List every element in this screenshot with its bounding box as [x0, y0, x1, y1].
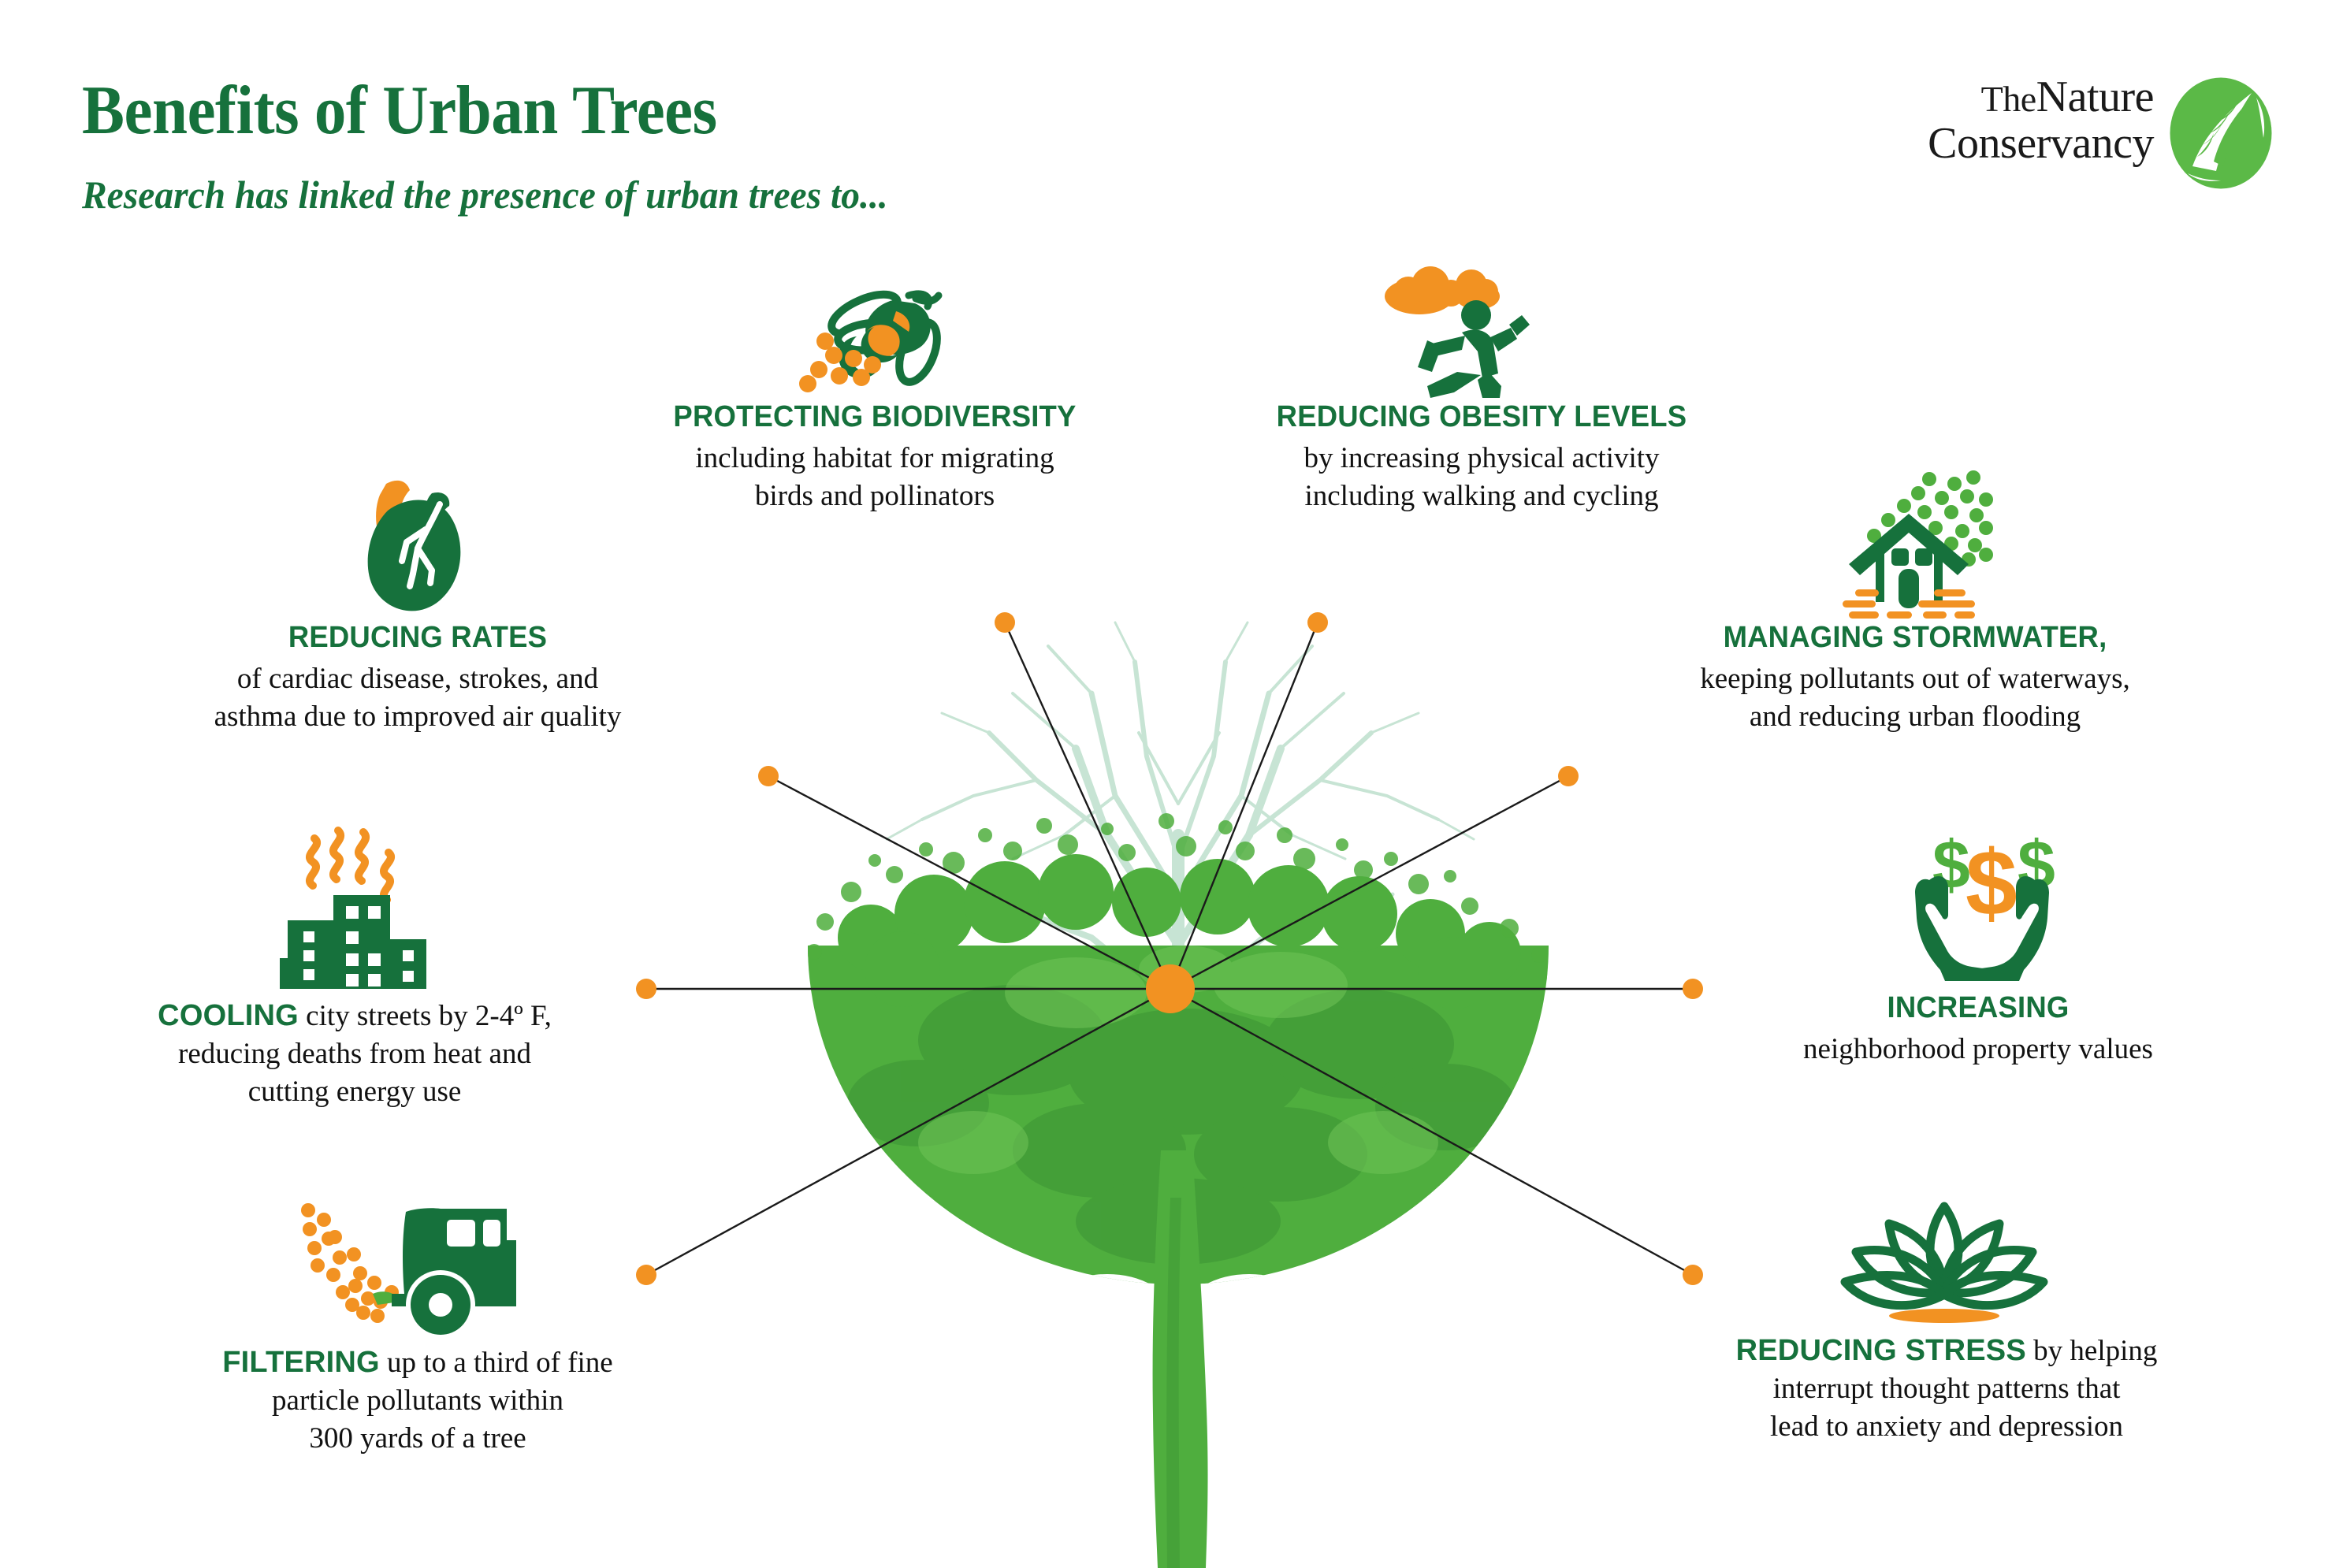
benefit-body-line2: reducing deaths from heat and [178, 1038, 531, 1071]
globe-leaf-logo-icon [2170, 77, 2272, 189]
logo-wordmark: TheNature Conservancy [1928, 75, 2155, 168]
benefit-body-line3: 300 yards of a tree [309, 1422, 526, 1455]
svg-text:$: $ [1966, 831, 2018, 935]
petal-mid-left [1851, 1245, 1949, 1298]
benefit-body-line2: particle pollutants within [272, 1384, 563, 1418]
hand-left [1915, 876, 1983, 981]
benefit-text-reducing-stress: REDUCING STRESS by helping interrupt tho… [1671, 1332, 2222, 1447]
benefit-body-line1: of cardiac disease, strokes, and [236, 663, 599, 696]
house-rain-icon [1843, 470, 1993, 619]
tree-graphic [808, 621, 1549, 1568]
benefit-body-line1: city streets by 2-4º F, [298, 1000, 552, 1032]
benefit-body-line2: birds and pollinators [754, 480, 995, 513]
nature-conservancy-logo: TheNature Conservancy [1845, 69, 2286, 195]
benefit-heading: REDUCING OBESITY LEVELS [1276, 400, 1687, 433]
benefit-text-reducing-obesity-levels: REDUCING OBESITY LEVELS by increasing ph… [1214, 398, 1750, 516]
benefit-body-line2: including walking and cycling [1304, 480, 1659, 513]
dollar-sign-center: $ [1966, 831, 2018, 935]
bee-pollinator-icon [799, 290, 943, 392]
benefit-body-line1: by helping [2025, 1335, 2158, 1367]
benefit-heading: COOLING [158, 999, 299, 1032]
petal-mid-right [1939, 1245, 2037, 1298]
page-subtitle: Research has linked the presence of urba… [82, 173, 888, 217]
logo-line-1: TheNature [1928, 75, 2155, 119]
benefit-body-line3: lead to anxiety and depression [1770, 1410, 2123, 1444]
benefit-heading: FILTERING [222, 1346, 380, 1379]
exhaust-particles [301, 1203, 399, 1323]
urban-tree-illustration [776, 599, 1580, 1568]
benefit-heading: INCREASING [1887, 991, 2070, 1024]
house-shape [1849, 514, 1969, 608]
benefit-text-reducing-rates: REDUCING RATES of cardiac disease, strok… [142, 619, 694, 737]
spoke-dot-stress [1683, 1265, 1703, 1285]
benefit-body-line1: keeping pollutants out of waterways, [1700, 663, 2130, 696]
water-reflection [1889, 1309, 1999, 1323]
benefit-heading: PROTECTING BIODIVERSITY [673, 400, 1077, 433]
heart-icon [367, 480, 461, 611]
petal-outer-left [1840, 1271, 1949, 1310]
petal-outer-right [1939, 1271, 2048, 1310]
benefit-text-cooling: COOLING city streets by 2-4º F, reducing… [95, 997, 615, 1112]
benefit-text-managing-stormwater: MANAGING STORMWATER, keeping pollutants … [1639, 619, 2191, 737]
water-lines [1843, 589, 1975, 619]
spoke-dot-property [1683, 979, 1703, 999]
benefit-body-line2: asthma due to improved air quality [214, 700, 622, 734]
windows [303, 906, 414, 987]
benefit-heading: REDUCING RATES [288, 621, 548, 654]
header: Benefits of Urban Trees Research has lin… [0, 0, 2343, 260]
logo-conservancy-text: Conservancy [1928, 118, 2154, 168]
benefit-body-line2: and reducing urban flooding [1749, 700, 2081, 734]
runner-figure [1418, 300, 1530, 398]
truck-window [447, 1220, 500, 1247]
truck-exhaust-icon [301, 1203, 516, 1339]
benefit-body-line2: interrupt thought patterns that [1772, 1373, 2121, 1406]
benefit-body-line1: including habitat for migrating [695, 442, 1054, 475]
cloud-shape [1385, 266, 1500, 314]
benefit-text-increasing-property-values: INCREASING neighborhood property values [1718, 989, 2238, 1068]
rain-dots [1867, 470, 1993, 567]
benefit-body-line1: up to a third of fine [379, 1347, 613, 1379]
petal-center [1925, 1202, 1963, 1290]
hands-money-icon: $ $ $ [1915, 827, 2055, 981]
buildings [280, 895, 426, 989]
benefit-heading: REDUCING STRESS [1735, 1334, 2026, 1367]
benefit-body-line1: by increasing physical activity [1304, 442, 1660, 475]
lotus-flower-icon [1840, 1202, 2048, 1323]
spoke-dot-cooling [636, 979, 656, 999]
benefit-body-line1: neighborhood property values [1803, 1033, 2153, 1066]
logo-the-text: The [1980, 79, 2037, 119]
benefit-text-protecting-biodiversity: PROTECTING BIODIVERSITY including habita… [599, 398, 1151, 516]
running-person-icon [1385, 266, 1530, 398]
city-heat-icon [280, 827, 426, 989]
benefit-body-line3: cutting energy use [247, 1076, 462, 1109]
logo-nature-text: Nature [2036, 72, 2155, 121]
hand-right [1981, 876, 2049, 981]
spoke-dot-filtering [636, 1265, 656, 1285]
benefit-text-filtering: FILTERING up to a third of fine particle… [158, 1343, 678, 1458]
heat-waves [306, 827, 395, 904]
benefit-heading: MANAGING STORMWATER, [1723, 621, 2107, 654]
wheel-hub [429, 1293, 452, 1317]
page-title: Benefits of Urban Trees [82, 72, 717, 149]
